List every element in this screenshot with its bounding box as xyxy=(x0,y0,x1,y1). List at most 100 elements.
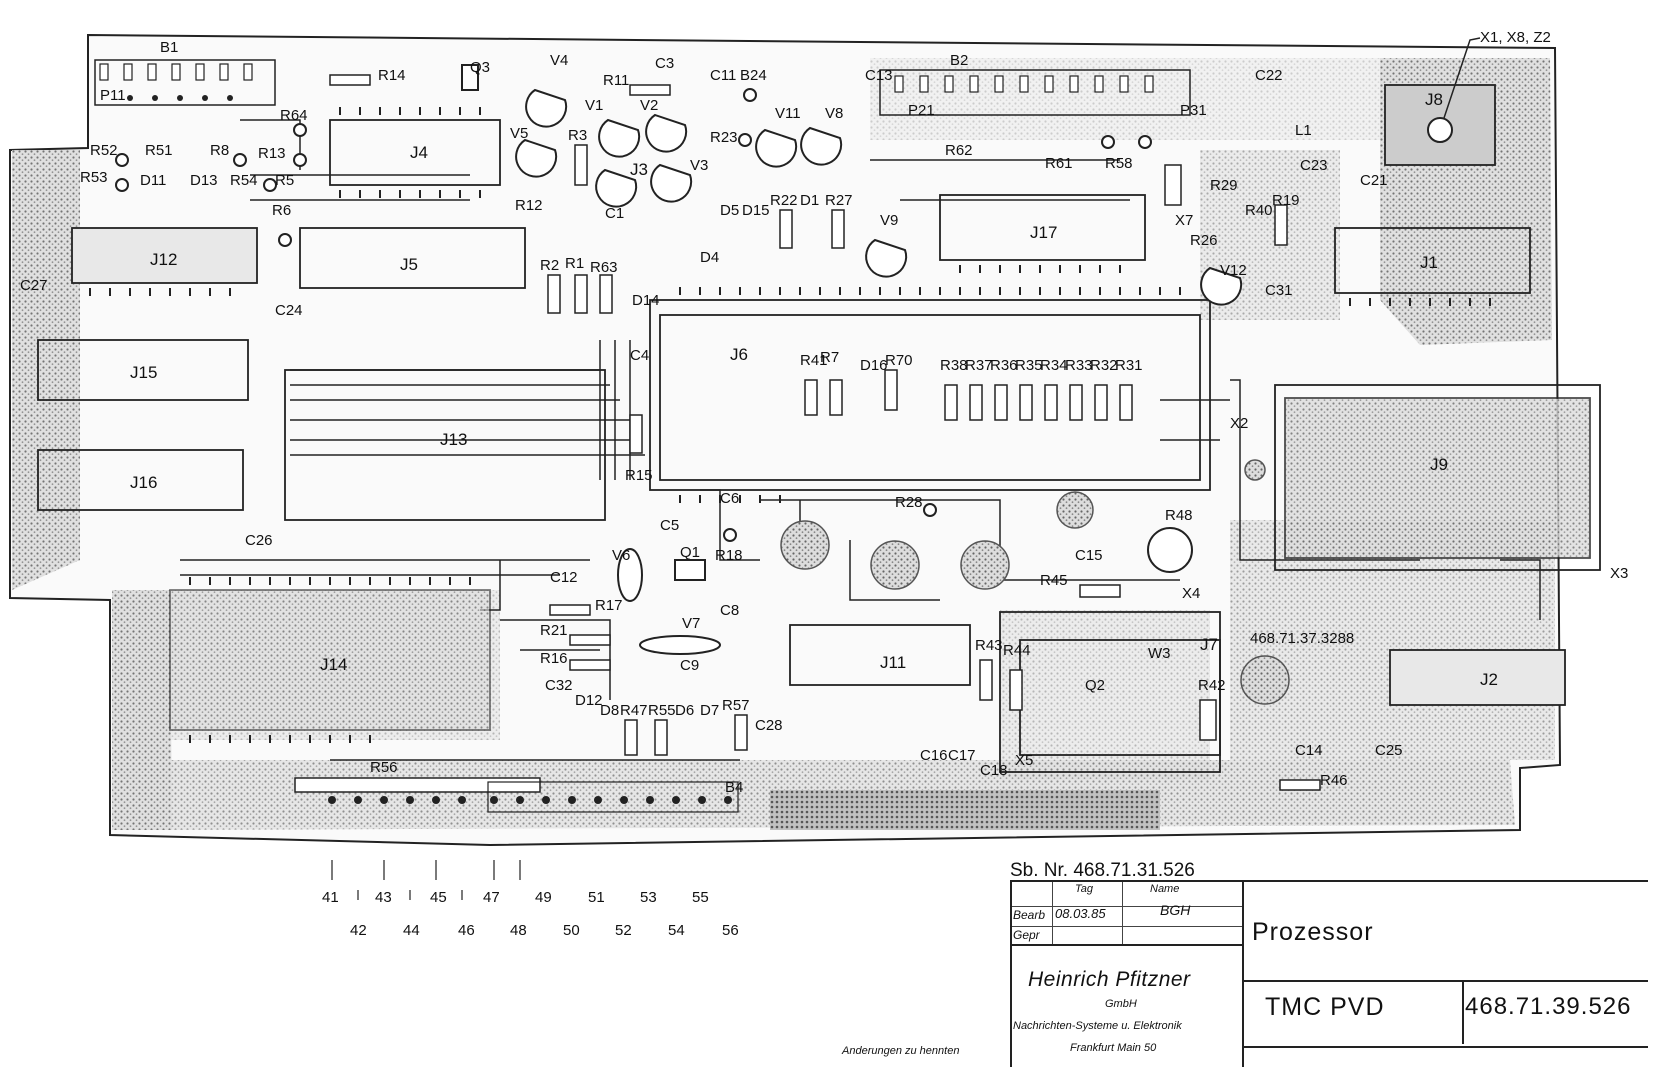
component-label-c11: C11 xyxy=(710,67,736,84)
component-label-p21: P21 xyxy=(908,102,935,119)
component-label-p31: P31 xyxy=(1180,102,1207,119)
title-block-row-divider-1 xyxy=(1012,906,1242,907)
component-label-r51: R51 xyxy=(145,142,173,159)
component-label-q1: Q1 xyxy=(680,544,700,561)
component-label-v12: V12 xyxy=(1220,262,1247,279)
component-label-j11: J11 xyxy=(880,653,906,672)
component-label-w3: W3 xyxy=(1148,645,1171,662)
company-city: Frankfurt Main 50 xyxy=(1070,1042,1157,1054)
component-label-r23: R23 xyxy=(710,129,738,146)
component-label-r31: R31 xyxy=(1115,357,1143,374)
pin-number-42: 42 xyxy=(350,922,367,939)
component-label-p11: P11 xyxy=(100,87,126,104)
component-label-j16: J16 xyxy=(130,473,157,492)
component-label-j12: J12 xyxy=(150,250,177,269)
component-label-c21: C21 xyxy=(1360,172,1388,189)
ic-packages xyxy=(37,84,1601,773)
component-label-c18: C18 xyxy=(980,762,1008,779)
component-label-v2: V2 xyxy=(640,97,658,114)
component-label-j13: J13 xyxy=(440,430,467,449)
component-label-d4: D4 xyxy=(700,249,719,266)
resistor-array xyxy=(329,74,1321,791)
date-value: 08.03.85 xyxy=(1055,906,1106,921)
component-label-c6: C6 xyxy=(720,490,739,507)
component-label-c14: C14 xyxy=(1295,742,1323,759)
test-pads xyxy=(115,88,1152,542)
component-label-c16: C16 xyxy=(920,747,948,764)
pin-number-51: 51 xyxy=(588,889,605,906)
component-label-r54: R54 xyxy=(230,172,258,189)
component-label-r14: R14 xyxy=(378,67,406,84)
company-name: Heinrich Pfitzner xyxy=(1028,968,1191,991)
component-label-v9: V9 xyxy=(880,212,898,229)
component-label-c32: C32 xyxy=(545,677,573,694)
component-label-c5: C5 xyxy=(660,517,679,534)
component-label-r38: R38 xyxy=(940,357,968,374)
component-label-d11: D11 xyxy=(140,172,166,189)
pin-number-43: 43 xyxy=(375,889,392,906)
component-label-d16: D16 xyxy=(860,357,888,374)
ic-pins xyxy=(89,107,1491,743)
component-label-r44: R44 xyxy=(1003,642,1031,659)
component-label-v11: V11 xyxy=(775,105,801,122)
component-label-r19: R19 xyxy=(1272,192,1300,209)
component-label-r3: R3 xyxy=(568,127,587,144)
title-block-company-cell xyxy=(1012,944,1244,1067)
pin-number-47: 47 xyxy=(483,889,500,906)
pin-number-52: 52 xyxy=(615,922,632,939)
company-form: GmbH xyxy=(1105,998,1137,1010)
component-label-j17: J17 xyxy=(1030,223,1057,242)
component-label-j3: J3 xyxy=(630,160,648,179)
component-label-b1: B1 xyxy=(160,39,178,56)
component-label-r13: R13 xyxy=(258,145,286,162)
component-label-r33: R33 xyxy=(1065,357,1093,374)
component-label-b24: B24 xyxy=(740,67,767,84)
component-label-r48: R48 xyxy=(1165,507,1193,524)
component-label-r46: R46 xyxy=(1320,772,1348,789)
component-label-c27: C27 xyxy=(20,277,48,294)
component-label-d1: D1 xyxy=(800,192,819,209)
title-block xyxy=(1010,880,1648,1067)
component-label-d12: D12 xyxy=(575,692,603,709)
component-label-r7: R7 xyxy=(820,349,839,366)
header-tag: Tag xyxy=(1075,883,1093,895)
component-label-j4: J4 xyxy=(410,143,428,162)
component-label-r6: R6 xyxy=(272,202,291,219)
part-number: 468.71.39.526 xyxy=(1465,993,1632,1020)
component-label-b2: B2 xyxy=(950,52,968,69)
pin-number-41: 41 xyxy=(322,889,339,906)
component-label-q2: Q2 xyxy=(1085,677,1105,694)
signature: BGH xyxy=(1160,902,1191,918)
component-label-c3: C3 xyxy=(655,55,674,72)
component-label-b4: B4 xyxy=(725,779,743,796)
title-block-row-divider-2 xyxy=(1012,926,1242,927)
component-label-r61: R61 xyxy=(1045,155,1073,172)
pin-number-46: 46 xyxy=(458,922,475,939)
header-name: Name xyxy=(1150,883,1180,895)
component-label-r15: R15 xyxy=(625,467,653,484)
component-label-r40: R40 xyxy=(1245,202,1273,219)
component-label-v4: V4 xyxy=(550,52,568,69)
component-label-j9: J9 xyxy=(1430,455,1448,474)
component-label-c28: C28 xyxy=(755,717,783,734)
component-label-r42: R42 xyxy=(1198,677,1226,694)
company-line: Nachrichten-Systeme u. Elektronik xyxy=(1013,1020,1182,1032)
component-label-v5: V5 xyxy=(510,125,528,142)
component-label-q3: Q3 xyxy=(470,59,490,76)
component-label-c22: C22 xyxy=(1255,67,1283,84)
component-label-j15: J15 xyxy=(130,363,157,382)
component-label-l1: L1 xyxy=(1295,122,1312,139)
component-label-j6: J6 xyxy=(730,345,748,364)
component-label-c26: C26 xyxy=(245,532,273,549)
component-label-r36: R36 xyxy=(990,357,1018,374)
pin-number-44: 44 xyxy=(403,922,420,939)
component-label-r47: R47 xyxy=(620,702,648,719)
label-gepr: Gepr xyxy=(1013,928,1040,942)
reference-number: Sb. Nr. 468.71.31.526 xyxy=(1010,860,1195,881)
pin-number-50: 50 xyxy=(563,922,580,939)
component-label-r35: R35 xyxy=(1015,357,1043,374)
component-label-c31: C31 xyxy=(1265,282,1293,299)
component-label-r57: R57 xyxy=(722,697,750,714)
component-label-r8: R8 xyxy=(210,142,229,159)
component-label-c8: C8 xyxy=(720,602,739,619)
